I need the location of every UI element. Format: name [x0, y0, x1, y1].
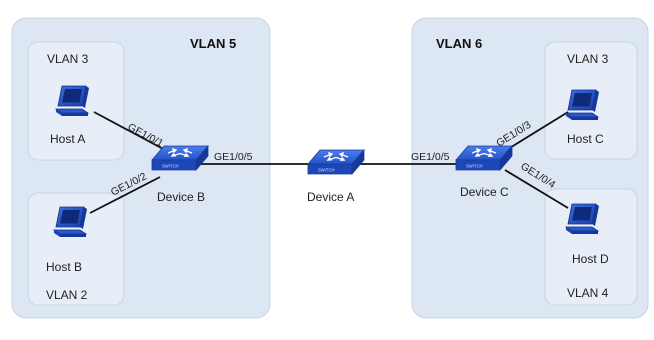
vlan5-label: VLAN 5	[190, 36, 236, 51]
host-d-vlan-label: VLAN 4	[567, 286, 609, 300]
port-device-c-ge1-0-5-label: GE1/0/5	[411, 151, 450, 163]
device-a-label: Device A	[307, 190, 354, 204]
link-device-c-host-d	[504, 169, 569, 209]
host-a-vlan-label: VLAN 3	[47, 52, 89, 66]
links	[89, 111, 569, 214]
port-device-b-ge1-0-5-label: GE1/0/5	[214, 151, 253, 163]
device-c-label: Device C	[460, 185, 509, 199]
device-a-switch-icon	[307, 149, 365, 175]
device-b-switch-icon	[151, 145, 209, 171]
host-d-computer-icon	[565, 203, 600, 235]
host-c-label: Host C	[567, 132, 604, 146]
host-d-vlan-region	[544, 188, 638, 306]
host-a-computer-icon	[55, 85, 90, 117]
host-a-label: Host A	[50, 132, 85, 146]
host-d-label: Host D	[572, 252, 609, 266]
host-b-label: Host B	[46, 260, 82, 274]
host-b-vlan-region	[27, 192, 125, 306]
link-host-a-device-b	[93, 111, 166, 151]
device-c-switch-icon	[455, 145, 513, 171]
link-host-b-device-b	[89, 176, 161, 214]
host-b-computer-icon	[53, 206, 88, 238]
vlan6-label: VLAN 6	[436, 36, 482, 51]
device-b-label: Device B	[157, 190, 205, 204]
host-c-computer-icon	[565, 89, 600, 121]
host-b-vlan-label: VLAN 2	[46, 288, 88, 302]
host-c-vlan-label: VLAN 3	[567, 52, 609, 66]
